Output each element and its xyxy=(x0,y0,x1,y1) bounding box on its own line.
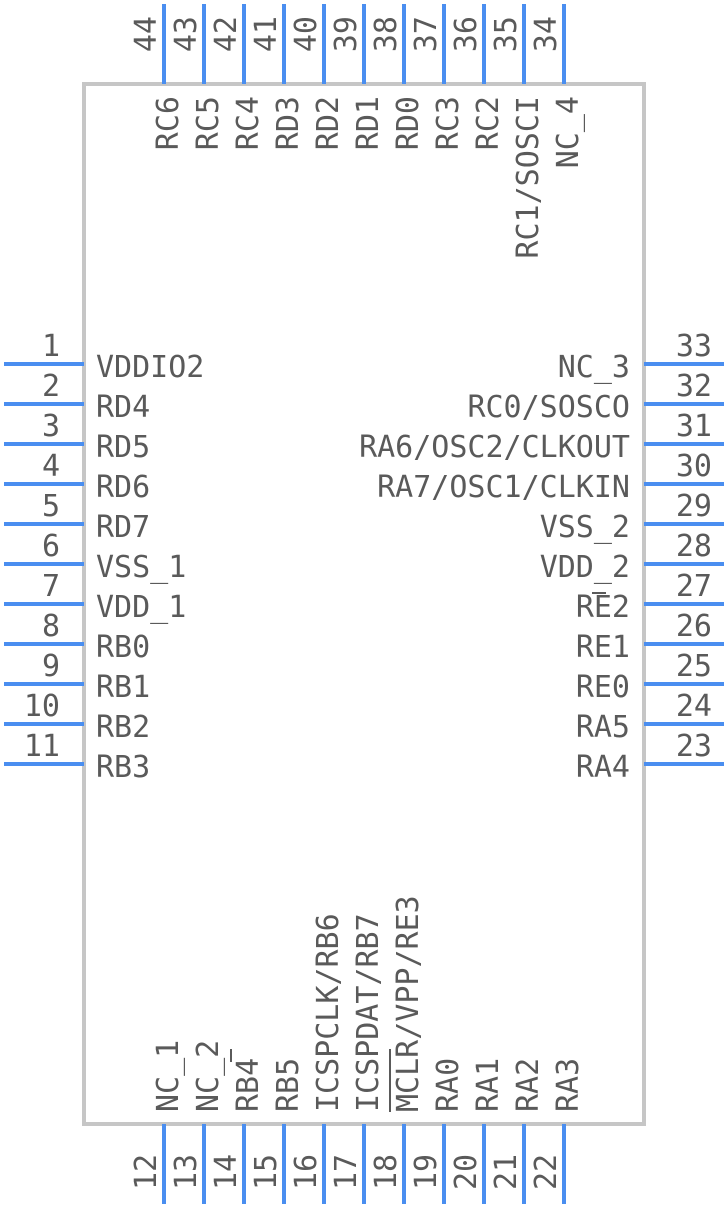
pin-label-vdd-2: VDD_2 xyxy=(540,550,630,585)
pin-label-rc5: RC5 xyxy=(191,96,226,150)
pin-label-vss-1: VSS_1 xyxy=(96,550,186,585)
pin-number: 11 xyxy=(24,729,60,764)
pin-number: 36 xyxy=(449,16,484,52)
pin-label-re0: RE0 xyxy=(576,670,630,705)
pin-label-rc0-sosco: RC0/SOSCO xyxy=(467,390,630,425)
pin-number: 16 xyxy=(289,1154,324,1190)
pin-number: 21 xyxy=(489,1154,524,1190)
pin-number: 25 xyxy=(676,649,712,684)
pin-number: 17 xyxy=(329,1154,364,1190)
pin-label-re2: RE2 xyxy=(576,590,630,625)
pin-label-nc-2: NC_2 xyxy=(191,1040,226,1112)
pin-number: 32 xyxy=(676,369,712,404)
pin-number: 26 xyxy=(676,609,712,644)
pin-number: 24 xyxy=(676,689,712,724)
pin-number: 41 xyxy=(249,16,284,52)
pin-label-rc3: RC3 xyxy=(431,96,466,150)
pin-number: 19 xyxy=(409,1154,444,1190)
pin-label-re1: RE1 xyxy=(576,630,630,665)
pin-label-rb0: RB0 xyxy=(96,630,150,665)
pin-number: 8 xyxy=(42,609,60,644)
pin-number: 12 xyxy=(129,1154,164,1190)
pin-label-vss-2: VSS_2 xyxy=(540,510,630,545)
pin-label-ra3: RA3 xyxy=(551,1058,586,1112)
pin-label-icspclk-rb6: ICSPCLK/RB6 xyxy=(311,913,346,1112)
pin-label-rd2: RD2 xyxy=(311,96,346,150)
pin-number: 18 xyxy=(369,1154,404,1190)
pin-number: 31 xyxy=(676,409,712,444)
pin-number: 40 xyxy=(289,16,324,52)
pin-number: 35 xyxy=(489,16,524,52)
pin-label-rb2: RB2 xyxy=(96,710,150,745)
pin-number: 9 xyxy=(42,649,60,684)
pin-number: 4 xyxy=(42,449,60,484)
pin-label-ra5: RA5 xyxy=(576,710,630,745)
pin-label-rb5: RB5 xyxy=(271,1058,306,1112)
pin-number: 33 xyxy=(676,329,712,364)
pin-number: 5 xyxy=(42,489,60,524)
pin-number: 10 xyxy=(24,689,60,724)
pin-label-ra7-osc1-clkin: RA7/OSC1/CLKIN xyxy=(377,470,630,505)
pin-label-rd4: RD4 xyxy=(96,390,150,425)
pin-number: 6 xyxy=(42,529,60,564)
pin-label-nc-4: NC_4 xyxy=(551,96,586,168)
pin-number: 42 xyxy=(209,16,244,52)
pin-number: 39 xyxy=(329,16,364,52)
pin-number: 37 xyxy=(409,16,444,52)
pin-label-rb3: RB3 xyxy=(96,750,150,785)
pin-label-rd5: RD5 xyxy=(96,430,150,465)
pin-number: 29 xyxy=(676,489,712,524)
pin-number: 34 xyxy=(529,16,564,52)
pin-label-rc1-sosci: RC1/SOSCI xyxy=(511,96,546,259)
pin-number: 22 xyxy=(529,1154,564,1190)
pin-label-ra6-osc2-clkout: RA6/OSC2/CLKOUT xyxy=(359,430,630,465)
pin-label-vdd-1: VDD_1 xyxy=(96,590,186,625)
pin-label-ra0: RA0 xyxy=(431,1058,466,1112)
pin-label-rd6: RD6 xyxy=(96,470,150,505)
pin-number: 38 xyxy=(369,16,404,52)
pin-label-nc-3: NC_3 xyxy=(558,350,630,385)
pin-label-rd7: RD7 xyxy=(96,510,150,545)
pin-number: 23 xyxy=(676,729,712,764)
pin-label-icspdat-rb7: ICSPDAT/RB7 xyxy=(351,913,386,1112)
pin-label-ra2: RA2 xyxy=(511,1058,546,1112)
pin-number: 28 xyxy=(676,529,712,564)
pin-number: 30 xyxy=(676,449,712,484)
pin-number: 44 xyxy=(129,16,164,52)
pin-label-rd3: RD3 xyxy=(271,96,306,150)
pin-number: 27 xyxy=(676,569,712,604)
pin-label-vddio2: VDDIO2 xyxy=(96,350,204,385)
pin-number: 3 xyxy=(42,409,60,444)
pin-label-rc4: RC4 xyxy=(231,96,266,150)
pin-label-rc2: RC2 xyxy=(471,96,506,150)
pin-number: 20 xyxy=(449,1154,484,1190)
pin-label-rb1: RB1 xyxy=(96,670,150,705)
pin-label-rb4: RB4 xyxy=(231,1058,266,1112)
pin-number: 7 xyxy=(42,569,60,604)
pin-label-rd1: RD1 xyxy=(351,96,386,150)
pin-label-rc6: RC6 xyxy=(151,96,186,150)
pin-label-rd0: RD0 xyxy=(391,96,426,150)
overline-group xyxy=(230,592,606,1112)
pin-number: 1 xyxy=(42,329,60,364)
pin-label-nc-1: NC_1 xyxy=(151,1040,186,1112)
pin-number: 14 xyxy=(209,1154,244,1190)
pin-label-ra4: RA4 xyxy=(576,750,630,785)
pin-label-mclr-vpp-re3: MCLR/VPP/RE3 xyxy=(391,895,426,1112)
pin-number: 15 xyxy=(249,1154,284,1190)
pin-number: 43 xyxy=(169,16,204,52)
pin-number: 13 xyxy=(169,1154,204,1190)
pin-number: 2 xyxy=(42,369,60,404)
pin-label-ra1: RA1 xyxy=(471,1058,506,1112)
